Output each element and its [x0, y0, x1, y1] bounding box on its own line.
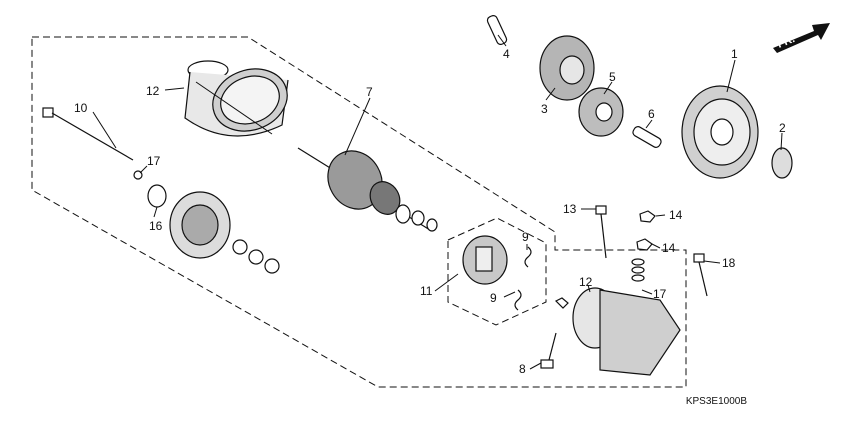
- starter-reduction-gear: [486, 15, 595, 101]
- through-bolt: [42, 107, 134, 161]
- callout-6: 6: [648, 107, 655, 121]
- terminal: [540, 332, 557, 369]
- leader-lines: [92, 34, 783, 370]
- front-cover-assembly: [133, 170, 280, 274]
- callout-5: 5: [609, 70, 616, 84]
- callout-12-upper: 12: [146, 84, 160, 98]
- idle-gear-shaft: [632, 126, 662, 148]
- figure-code: KPS3E1000B: [686, 396, 747, 407]
- callout-11: 11: [420, 284, 433, 298]
- callout-12-lower: 12: [579, 275, 593, 289]
- starter-driven-gear: [681, 85, 759, 179]
- callout-3: 3: [541, 102, 548, 116]
- callout-17-left: 17: [147, 154, 161, 168]
- callout-14-upper: 14: [669, 208, 683, 222]
- callout-7: 7: [366, 85, 373, 99]
- callout-18: 18: [722, 256, 736, 270]
- callout-9-lower: 9: [490, 291, 497, 305]
- starter-idle-gear: [578, 87, 624, 137]
- front-direction-label: FR.: [776, 33, 797, 51]
- mounting-hardware: [595, 205, 708, 297]
- callout-10: 10: [74, 101, 88, 115]
- armature-washers: [411, 210, 438, 232]
- brush-holder: [462, 235, 532, 311]
- thrust-washer: [771, 147, 793, 179]
- callout-13: 13: [563, 202, 577, 216]
- callout-9-upper: 9: [522, 230, 529, 244]
- front-direction-arrow-icon: FR.: [773, 23, 830, 53]
- callout-1: 1: [731, 47, 738, 61]
- assembly-boundary: [31, 36, 687, 388]
- starter-yoke-housing: [184, 60, 289, 137]
- callout-2: 2: [779, 121, 786, 135]
- callout-16: 16: [149, 219, 163, 233]
- callout-14-lower: 14: [662, 241, 676, 255]
- callout-8: 8: [519, 362, 526, 376]
- brush-holder-box: [447, 217, 547, 326]
- callout-4: 4: [503, 47, 510, 61]
- rear-cover: [554, 287, 681, 376]
- callout-17-right: 17: [653, 287, 667, 301]
- armature: [297, 147, 431, 231]
